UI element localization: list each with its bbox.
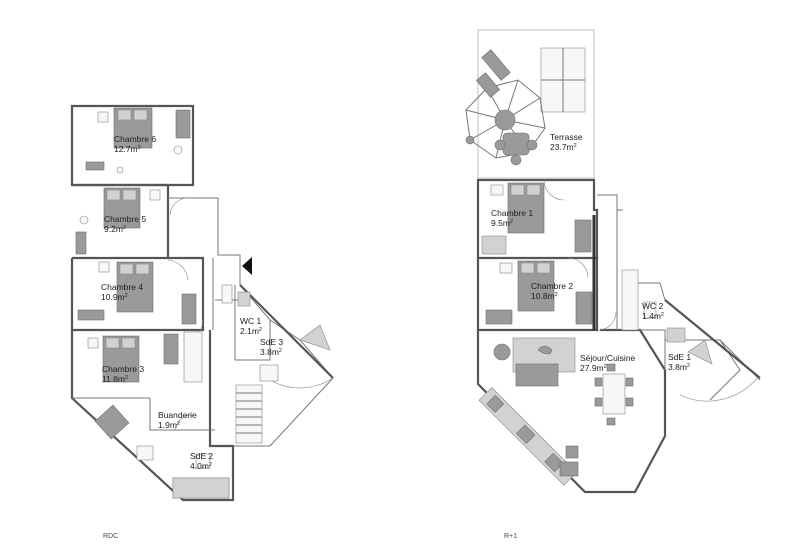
area-exponent: 2 bbox=[125, 293, 128, 299]
room-label: Chambre 6 bbox=[114, 134, 156, 144]
room-label: Terrasse bbox=[550, 132, 583, 142]
area-exponent: 2 bbox=[555, 292, 558, 298]
floor-label-r1: R+1 bbox=[504, 533, 517, 540]
room-label: WC 2 bbox=[642, 301, 664, 311]
r1-stair-opening bbox=[621, 269, 639, 331]
room-label: Chambre 2 bbox=[531, 281, 573, 291]
area-exponent: 2 bbox=[138, 145, 141, 151]
room-area: 23.7m bbox=[550, 142, 574, 152]
area-exponent: 2 bbox=[510, 219, 513, 225]
svg-text:27.9m2: 27.9m2 bbox=[580, 363, 607, 373]
room-label: SdE 3 bbox=[260, 337, 283, 347]
area-exponent: 2 bbox=[687, 363, 690, 369]
floor-label-rdc: RDC bbox=[103, 533, 118, 540]
area-exponent: 2 bbox=[279, 348, 282, 354]
svg-text:11.8m2: 11.8m2 bbox=[102, 374, 128, 384]
ping-pong-table bbox=[540, 47, 586, 113]
dining-table bbox=[602, 373, 626, 415]
room-area: 3.8m bbox=[668, 362, 687, 372]
area-exponent: 2 bbox=[209, 462, 212, 468]
room-area: 1.9m bbox=[158, 420, 177, 430]
room-area: 2.1m bbox=[240, 326, 259, 336]
room-label: Chambre 1 bbox=[491, 208, 533, 218]
rdc-walls-chambre3 bbox=[70, 330, 235, 502]
svg-text:4.0m2: 4.0m2 bbox=[190, 461, 212, 471]
rdc-staircase bbox=[235, 384, 263, 444]
rdc-inner-partitions bbox=[72, 258, 271, 431]
room-label: SdE 1 bbox=[668, 352, 691, 362]
room-area: 3.8m bbox=[260, 347, 279, 357]
svg-text:2.1m2: 2.1m2 bbox=[240, 326, 262, 336]
room-area: 9.5m bbox=[491, 218, 510, 228]
rdc-walls-chambre5 bbox=[72, 183, 170, 260]
svg-text:9.2m2: 9.2m2 bbox=[104, 224, 126, 234]
rdc-outer-walls bbox=[70, 104, 195, 187]
area-exponent: 2 bbox=[661, 312, 664, 318]
rdc-walls-chambre4 bbox=[70, 256, 205, 332]
area-exponent: 2 bbox=[574, 143, 577, 149]
area-exponent: 2 bbox=[259, 327, 262, 333]
area-exponent: 2 bbox=[123, 225, 126, 231]
svg-text:3.8m2: 3.8m2 bbox=[668, 362, 690, 372]
svg-text:12.7m2: 12.7m2 bbox=[114, 144, 141, 154]
room-area: 4.0m bbox=[190, 461, 209, 471]
svg-text:9.5m2: 9.5m2 bbox=[491, 218, 513, 228]
area-exponent: 2 bbox=[604, 364, 607, 370]
r1-labels: Terrasse 23.7m2 Chambre 1 9.5m2 Chambre … bbox=[491, 132, 691, 540]
room-area: 27.9m bbox=[580, 363, 604, 373]
svg-text:1.4m2: 1.4m2 bbox=[642, 311, 664, 321]
room-area: 11.8m bbox=[102, 374, 125, 384]
room-label: WC 1 bbox=[240, 316, 262, 326]
room-area: 1.4m bbox=[642, 311, 661, 321]
area-exponent: 2 bbox=[125, 375, 128, 381]
room-area: 10.8m bbox=[531, 291, 555, 301]
room-area: 10.9m bbox=[101, 292, 125, 302]
entrance-arrow-icon bbox=[242, 257, 252, 275]
rdc-sde3-diagonal-wall bbox=[239, 284, 334, 379]
room-label: Chambre 3 bbox=[102, 364, 144, 374]
sofa bbox=[515, 363, 559, 387]
room-label: Chambre 5 bbox=[104, 214, 146, 224]
room-label: Chambre 4 bbox=[101, 282, 143, 292]
kitchen-counter bbox=[478, 387, 577, 486]
room-label: SdE 2 bbox=[190, 451, 213, 461]
room-label: Buanderie bbox=[158, 410, 197, 420]
sun-lounger bbox=[481, 49, 511, 81]
svg-text:23.7m2: 23.7m2 bbox=[550, 142, 577, 152]
sun-lounger bbox=[475, 72, 501, 98]
r1-walls-chambre2 bbox=[476, 258, 599, 332]
svg-text:10.8m2: 10.8m2 bbox=[531, 291, 558, 301]
room-area: 9.2m bbox=[104, 224, 123, 234]
rdc-plan bbox=[70, 104, 334, 502]
rdc-labels: Chambre 6 12.7m2 Chambre 5 9.2m2 Chambre… bbox=[101, 134, 283, 540]
r1-plan bbox=[465, 29, 761, 494]
room-label: Séjour/Cuisine bbox=[580, 353, 636, 363]
r1-door-arcs bbox=[543, 179, 759, 402]
room-area: 12.7m bbox=[114, 144, 138, 154]
rdc-corridor-walls bbox=[168, 197, 334, 447]
svg-text:1.9m2: 1.9m2 bbox=[158, 420, 180, 430]
svg-text:3.8m2: 3.8m2 bbox=[260, 347, 282, 357]
area-exponent: 2 bbox=[177, 421, 180, 427]
r1-sde1-diagonal-wall bbox=[664, 299, 761, 379]
svg-text:10.9m2: 10.9m2 bbox=[101, 292, 128, 302]
